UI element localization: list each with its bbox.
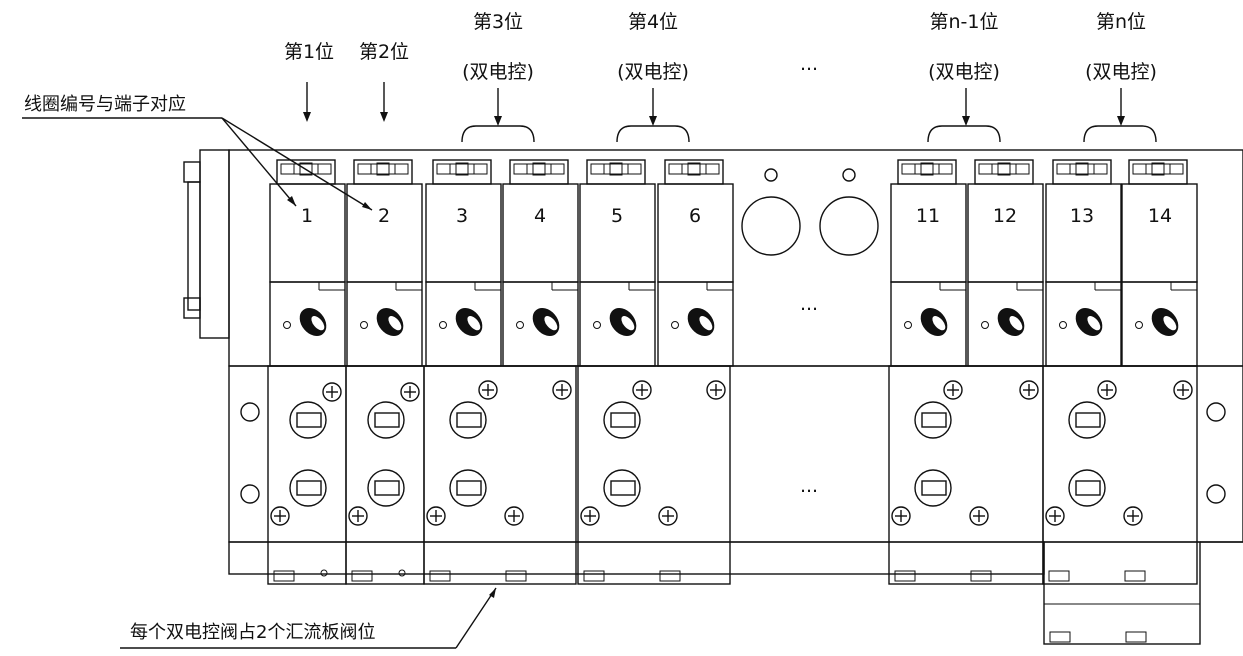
coil-number: 13 bbox=[1070, 205, 1094, 227]
solenoid-coil bbox=[890, 159, 967, 367]
solenoid-coil bbox=[502, 159, 579, 367]
valve-bases bbox=[267, 365, 1198, 585]
ellipsis-middle: ... bbox=[800, 293, 818, 315]
position-title: 第n位 bbox=[1096, 11, 1146, 33]
double-valve-callout: 每个双电控阀占2个汇流板阀位 bbox=[120, 587, 497, 649]
end-plate-holes bbox=[240, 402, 1226, 504]
valve-base-double bbox=[577, 365, 731, 585]
solenoid-coil bbox=[579, 159, 656, 367]
coil-number: 2 bbox=[378, 205, 390, 227]
solenoid-coil bbox=[967, 159, 1044, 367]
coil-number: 12 bbox=[993, 205, 1017, 227]
coil-number: 3 bbox=[456, 205, 468, 227]
valve-base-double bbox=[1042, 365, 1198, 585]
position-subtitle: (双电控) bbox=[617, 61, 689, 83]
solenoid-coils bbox=[269, 159, 1198, 367]
position-subtitle: (双电控) bbox=[1085, 61, 1157, 83]
solenoid-coil bbox=[657, 159, 734, 367]
position-arrows bbox=[303, 82, 1157, 143]
valve-base-double bbox=[888, 365, 1044, 585]
coil-mapping-callout: 线圈编号与端子对应 bbox=[22, 94, 373, 211]
coil-number: 4 bbox=[534, 205, 546, 227]
solenoid-coil bbox=[425, 159, 502, 367]
position-subtitle: (双电控) bbox=[928, 61, 1000, 83]
position-title: 第2位 bbox=[359, 41, 409, 63]
position-title: 第1位 bbox=[284, 41, 334, 63]
coil-mapping-label: 线圈编号与端子对应 bbox=[24, 94, 186, 115]
position-subtitle: (双电控) bbox=[462, 61, 534, 83]
position-title: 第4位 bbox=[628, 11, 678, 33]
position-title: 第n-1位 bbox=[930, 11, 999, 33]
blank-plug-positions bbox=[741, 168, 879, 256]
ellipsis-marks: ... ... ... bbox=[800, 53, 818, 497]
manifold-body bbox=[228, 149, 1243, 645]
coil-number: 11 bbox=[916, 205, 940, 227]
coil-number: 6 bbox=[689, 205, 701, 227]
position-labels: 第1位 第2位 第3位 (双电控) 第4位 (双电控) 第n-1位 (双电控) … bbox=[284, 11, 1157, 83]
solenoid-coil bbox=[346, 159, 423, 367]
double-valve-label: 每个双电控阀占2个汇流板阀位 bbox=[130, 622, 375, 643]
valve-base-single bbox=[267, 365, 347, 585]
coil-number-labels: 1 2 3 4 5 6 11 12 13 14 bbox=[301, 205, 1172, 227]
coil-number: 14 bbox=[1148, 205, 1172, 227]
coil-number: 5 bbox=[611, 205, 623, 227]
ellipsis-lower: ... bbox=[800, 475, 818, 497]
position-title: 第3位 bbox=[473, 11, 523, 33]
valve-base-single bbox=[345, 365, 425, 585]
solenoid-coil bbox=[269, 159, 346, 367]
coil-number: 1 bbox=[301, 205, 313, 227]
left-connector bbox=[183, 149, 230, 339]
solenoid-coil bbox=[1045, 159, 1122, 367]
valve-base-double bbox=[423, 365, 577, 585]
solenoid-coil bbox=[1121, 159, 1198, 367]
ellipsis-top: ... bbox=[800, 53, 818, 75]
